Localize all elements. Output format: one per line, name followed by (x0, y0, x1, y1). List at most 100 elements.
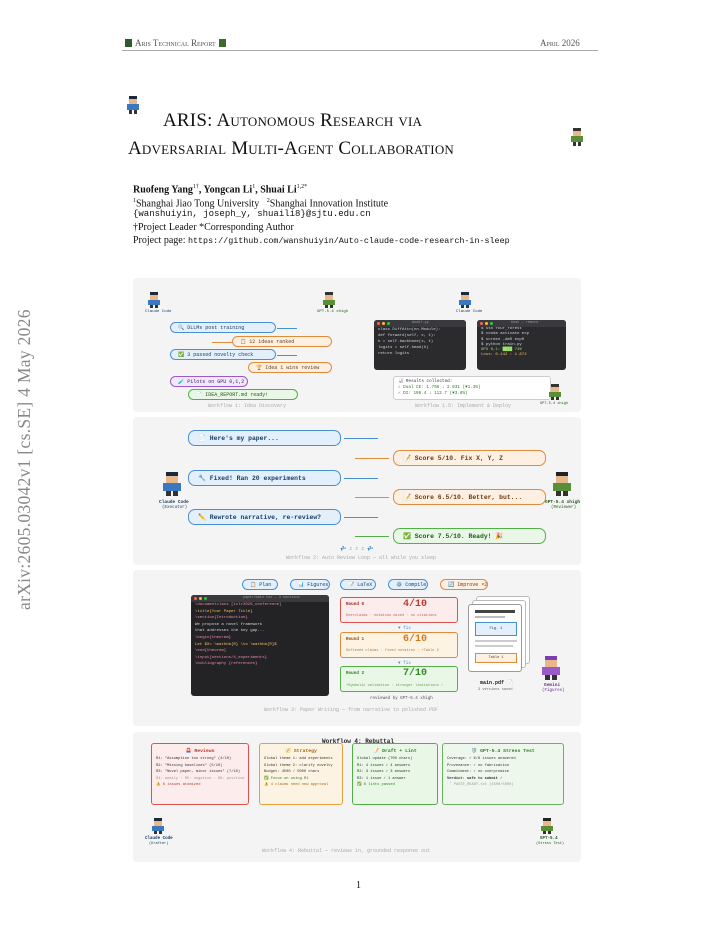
stress-line: Verdict: safe to submit ✓ (447, 776, 503, 781)
pdf-filename: main.pdf 📄 (480, 680, 514, 686)
draft-line: R1: 4 issues ✓ 4 answers (357, 763, 411, 768)
round-0-score: 4/10 (403, 599, 428, 610)
round-2-card: Round 2 7/10 +Symbolic validation · stro… (340, 666, 458, 692)
gpt-sprite-icon (549, 384, 561, 400)
wf2-caption: Workflow 2: Auto Review Loop — all while… (286, 555, 437, 561)
round-2-note: +Symbolic validation · stronger limitati… (346, 684, 444, 688)
title-sprite-right-icon (571, 128, 583, 146)
pdf-versions: 3 versions saved (478, 688, 513, 692)
reviewer-sprite-icon (553, 472, 571, 496)
latex-title: paper/main.tex — 3 sections (243, 596, 300, 600)
email-line: {wanshuiyin, joseph_y, shuaili8}@sjtu.ed… (133, 209, 371, 219)
reviews-line: R1: "Assumption too strong" (4/10) (156, 757, 232, 761)
draft-line: R3: 1 issue ✓ 1 answer (357, 776, 406, 781)
claude-code-sprite-icon (459, 292, 471, 308)
term2-title: bash — remote (511, 321, 539, 325)
author-1: Ruofeng Yang (133, 184, 193, 196)
running-header-left: Aris Technical Report (125, 38, 226, 48)
gpt-sprite-icon (323, 292, 335, 308)
wf1-item-2: 📋 12 ideas ranked (232, 336, 332, 347)
reviews-line: R4: weakly · R5: negative · R6: positive (156, 776, 245, 781)
wf15-agent-2: GPT-5.4 xhigh (540, 402, 569, 406)
paper-title-line2: Adversarial Multi-Agent Collaboration (128, 138, 455, 159)
strategy-line: Global theme 1: add experiments (264, 757, 333, 761)
latex-line: Let $X= \mathbb{R} \to \mathbb{R}$ (195, 642, 277, 647)
results-line: ✓ DI: 108.4 ↓ 112.7 (▼3.8%) (398, 391, 468, 396)
draft-line: Global update (700 chars) (357, 757, 413, 761)
reviews-line: R3: "Novel paper, minor issues" (7/10) (156, 770, 241, 775)
project-link[interactable]: https://github.com/wanshuiyin/Auto-claud… (187, 236, 510, 246)
wf3-step-improve: 🔄 Improve ×2 (440, 579, 488, 590)
author-2: , Yongcan Li (198, 184, 253, 196)
drafter-sprite-icon (152, 818, 164, 834)
code-line: class DiffAttn(nn.Module): (378, 328, 441, 332)
wf2-right-role: (Reviewer) (551, 506, 577, 510)
wf1-right-agent: GPT-5.4 xhigh (317, 310, 349, 314)
draft-line: ✅ 6 lints passed (357, 783, 395, 788)
latex-editor-window: paper/main.tex — 3 sections \documentcla… (191, 595, 329, 696)
wf4-right-role: (Stress Test) (536, 842, 565, 846)
strategy-title: 🧭 Strategy (285, 749, 317, 754)
author-1-sup: 1† (192, 184, 199, 190)
term1-title: model.py (412, 321, 429, 325)
strategy-card: 🧭 Strategy Global theme 1: add experimen… (259, 743, 343, 805)
header-sprite-icon (125, 39, 132, 47)
wf2-arrow (344, 517, 378, 519)
gemini-sprite-icon (542, 656, 560, 680)
wf1-item-5: 🧪 Pilots on GPU 0,1,2 (170, 376, 248, 387)
draft-lint-title: 📝 Draft + Lint (373, 749, 417, 754)
results-line: ✓ Dual CE: 1.798 ↓ 2.031 (▼1.3%) (398, 385, 481, 390)
code-line: h = self.backbone(x, t) (378, 340, 434, 344)
author-3: , Shuai Li (255, 184, 297, 196)
fix-arrow-1: ▼ fix (398, 626, 411, 631)
strategy-line: ✅ Focus on using R1 (264, 776, 309, 781)
reviews-line: R2: "Missing baselines" (5/10) (156, 763, 223, 768)
affiliation-2: Shanghai Innovation Institute (269, 198, 389, 210)
author-2-sup: 1 (252, 184, 256, 190)
code-editor-window: model.py class DiffAttn(nn.Module): def … (374, 320, 466, 370)
wf1-arrow (277, 355, 297, 357)
wf2-arrow (355, 497, 389, 499)
author-3-sup: 1,2* (296, 184, 308, 190)
pdf-figure-label: Fig. 1 (489, 627, 503, 631)
stress-test-card: 🛡️ GPT-5.4 Stress Test Coverage: ✓ 6/6 i… (442, 743, 564, 805)
reviews-card: 🚨 Reviews R1: "Assumption too strong" (4… (151, 743, 249, 805)
arxiv-stamp: arXiv:2605.03042v1 [cs.SE] 4 May 2026 (14, 309, 34, 610)
wf3-step-latex: 📝 LaTeX (340, 579, 376, 590)
wf1-item-6: 📄 IDEA_REPORT.md ready! (188, 389, 298, 400)
wf15-caption: Workflow 1.5: Implement & Deploy (415, 403, 512, 409)
stress-line: Provenance: ✓ no fabrication (447, 763, 509, 768)
latex-line: that addresses the key gap... (195, 629, 265, 634)
terminal-line: $ screen -dmS exp0 (481, 337, 525, 342)
wf4-right-agent: GPT-5.4 (540, 837, 558, 841)
claude-code-sprite-icon (148, 292, 160, 308)
reviews-title: 🚨 Reviews (185, 749, 215, 754)
strategy-line: ⚠️ 4 claims need new approval (264, 783, 329, 788)
wf2-message-4: 📝 Score 6.5/10. Better, but... (393, 489, 546, 505)
gemini-label: Gemini (544, 683, 561, 688)
wf1-arrow (212, 342, 232, 344)
wf2-arrow (355, 458, 389, 460)
latex-line: \title{Your Paper Title} (195, 609, 253, 614)
round-0-note: Overclaims · notation mixed · no citatio… (346, 614, 437, 618)
round-1-label: Round 1 (346, 637, 365, 642)
wf4-left-role: (Drafter) (149, 842, 169, 846)
wf3-step-figures: 📊 Figures (290, 579, 330, 590)
round-0-card: Round 0 4/10 Overclaims · notation mixed… (340, 597, 458, 623)
wf4-left-agent: Claude Code (145, 837, 173, 841)
terminal-line: GPU 0,1: ████ 74% (481, 348, 522, 353)
wf2-message-6: ✅ Score 7.5/10. Ready! 🎉 (393, 528, 546, 544)
wf1-arrow (277, 328, 297, 330)
stress-test-title: 🛡️ GPT-5.4 Stress Test (471, 749, 535, 754)
wf2-arrow (344, 438, 378, 440)
code-line: logits = self.head(h) (378, 346, 429, 350)
stress-tester-sprite-icon (541, 818, 553, 834)
wf2-message-3: 🔧 Fixed! Ran 20 experiments (188, 470, 341, 486)
round-2-label: Round 2 (346, 671, 365, 676)
wf2-message-1: 📄 Here's my paper... (188, 430, 341, 446)
wf15-agent-1: Claude Code (456, 310, 483, 314)
wf3-caption: Workflow 3: Paper Writing — from narrati… (264, 707, 439, 713)
latex-line: \begin{theorem} (195, 635, 232, 640)
round-1-note: Softened claims · fixed notation · +Tabl… (346, 649, 439, 653)
wf3-step-plan: 📋 Plan (242, 579, 278, 590)
